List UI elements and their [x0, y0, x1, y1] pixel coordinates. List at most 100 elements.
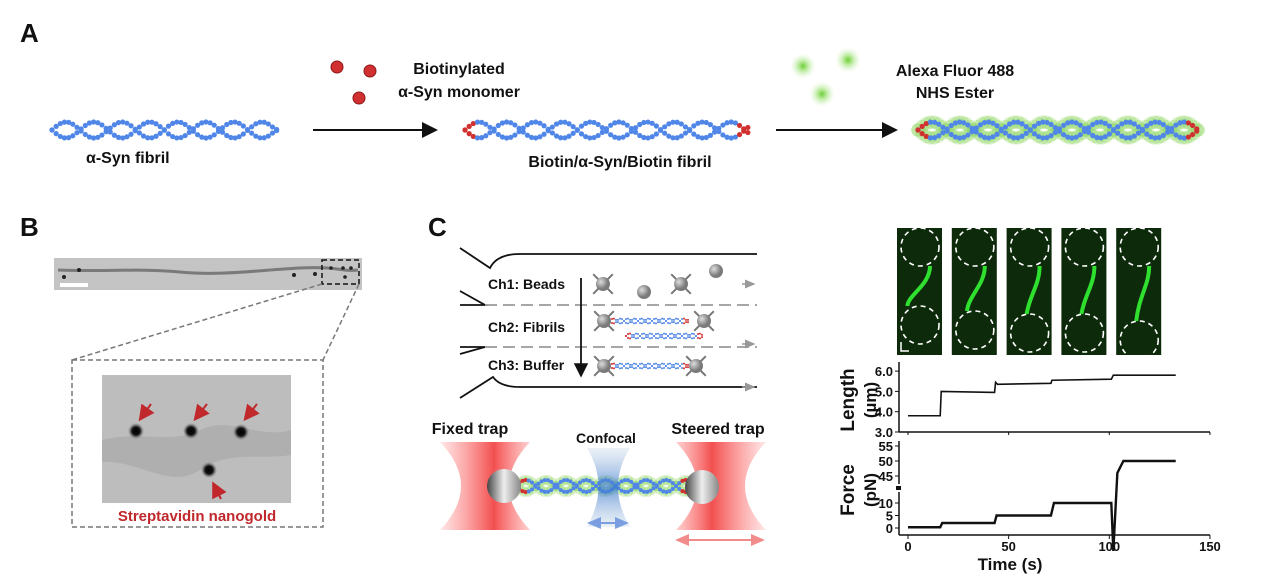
fibril-subunit	[533, 483, 538, 488]
fibril-subunit	[944, 128, 950, 134]
zoom-region-box	[321, 259, 360, 285]
fibril-subunit	[647, 317, 649, 320]
fibril-subunit	[552, 482, 557, 487]
fibril-subunit	[199, 134, 205, 140]
fibril-subunit	[659, 363, 661, 366]
fibril-subunit	[542, 489, 547, 494]
fibril-subunit	[487, 124, 493, 130]
fibril-subunit	[695, 134, 701, 140]
fibril-subunit	[661, 336, 663, 339]
fibril-subunit	[638, 479, 643, 484]
fibril-subunit	[466, 130, 472, 137]
fibril-subunit	[716, 128, 722, 135]
fibril-subunit	[659, 333, 661, 336]
bead-outline	[1009, 313, 1050, 353]
fibril-subunit	[170, 120, 176, 127]
fibril-subunit	[140, 121, 147, 127]
fibril-subunit	[615, 366, 617, 369]
fibril-subunit	[578, 123, 585, 129]
time-tick-label: 100	[1098, 539, 1120, 554]
fibril-subunit	[671, 366, 673, 369]
fibril-subunit	[1069, 119, 1075, 125]
fibril-subunit	[649, 337, 651, 340]
fibril-subunit	[165, 131, 172, 137]
streptavidin-bead	[697, 314, 711, 328]
fibril-subunit	[691, 131, 697, 137]
fibril-subunit	[615, 321, 617, 324]
length-trace	[908, 374, 1176, 417]
fibril-subunit	[479, 119, 485, 125]
fibril-subunit	[977, 122, 984, 128]
fibril-subunit	[631, 363, 633, 366]
fibril-subunit	[495, 122, 501, 129]
fibril-subunit	[624, 122, 630, 128]
fibril-subunit	[508, 134, 514, 140]
fibril-subunit	[474, 119, 481, 125]
fibril-subunit	[1152, 119, 1158, 125]
fibril-subunit	[608, 132, 614, 138]
fibril-subunit	[240, 131, 246, 137]
fibril-subunit	[653, 123, 659, 129]
fibril-subunit	[261, 119, 267, 125]
micrograph	[951, 227, 997, 355]
fibril-subunit	[657, 321, 659, 324]
fibril-subunit	[681, 321, 683, 324]
fibril-subunit	[707, 132, 714, 138]
fibril-subunit	[661, 362, 663, 365]
streptavidin-bead	[689, 359, 703, 373]
zoom-guide-right	[322, 283, 360, 361]
fibril-subunit	[115, 134, 122, 141]
fibril-subunit	[570, 124, 576, 130]
fibril-subunit	[627, 362, 629, 365]
fibril-subunit	[228, 134, 234, 141]
fibril-subunit	[86, 120, 93, 126]
fibril-subunit	[986, 135, 992, 141]
fibril-subunit	[211, 122, 217, 128]
fibril-subunit	[265, 121, 271, 127]
fibril-subunit	[645, 366, 647, 369]
fibril-subunit	[635, 482, 640, 487]
fibril-subunit	[647, 336, 649, 339]
fibril-subunit	[687, 336, 689, 339]
fibril-subunit	[699, 337, 701, 340]
fibril-fluorescence	[1134, 265, 1152, 322]
fibril-subunit	[643, 318, 645, 321]
fibril-subunit	[957, 135, 963, 141]
fibril-subunit	[558, 119, 564, 125]
fibril-subunit	[645, 336, 647, 339]
fibril-subunit	[612, 134, 618, 140]
fibril-subunit	[1006, 133, 1013, 139]
fibril-subunit	[555, 485, 560, 490]
fibril-subunit	[687, 366, 689, 369]
fibril-subunit	[516, 129, 522, 135]
fibril-subunit	[671, 332, 673, 335]
fibril-subunit	[613, 367, 615, 370]
fibril-subunit	[1135, 124, 1142, 130]
fibril-subunit	[627, 333, 629, 336]
fibril-subunit	[642, 478, 646, 483]
fibril-subunit	[667, 321, 669, 324]
fibril-subunit	[667, 478, 672, 483]
fibril-subunit	[1189, 122, 1196, 129]
fibril-label: α-Syn fibril	[86, 150, 170, 167]
fibril-subunit	[615, 363, 617, 366]
fibril-subunit	[537, 120, 543, 126]
fibril-subunit	[1040, 119, 1046, 125]
fibril-subunit	[1081, 128, 1087, 135]
fibril-subunit	[724, 134, 730, 140]
fibril-subunit	[149, 135, 155, 141]
fibril-subunit	[622, 478, 627, 483]
fibril-subunit	[691, 337, 693, 340]
fibril-subunit	[665, 333, 667, 336]
fibril-subunit	[637, 132, 643, 139]
fibril-subunit	[203, 135, 209, 141]
fibril-subunit	[178, 134, 184, 141]
fibril-subunit	[236, 120, 242, 126]
fibril-subunit	[562, 135, 568, 141]
fibril-subunit	[683, 362, 685, 365]
fibril-subunit	[687, 321, 689, 324]
chip-top-wall	[459, 247, 757, 270]
fibril-subunit	[994, 123, 1000, 129]
fibril-subunit	[553, 133, 560, 139]
fibril-subunit	[552, 485, 557, 490]
